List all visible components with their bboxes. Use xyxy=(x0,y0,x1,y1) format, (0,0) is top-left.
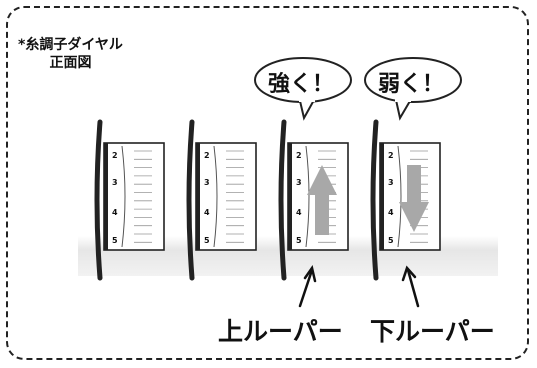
dial-tick-label: 5 xyxy=(388,236,394,245)
dial-3 xyxy=(278,119,349,281)
dial-tick-label: 3 xyxy=(204,178,210,187)
dashed-border xyxy=(6,6,529,360)
caption-line2: 正面図 xyxy=(49,55,92,71)
dial-panel xyxy=(195,142,257,251)
caption-line1: *糸調子ダイヤル xyxy=(18,37,123,53)
dial-tick-label: 2 xyxy=(112,151,118,160)
dial-4 xyxy=(370,119,441,281)
bubble-strong xyxy=(254,57,352,121)
dial-tick-label: 3 xyxy=(296,178,302,187)
arrow-down-icon xyxy=(399,165,429,232)
dial-tick-label: 3 xyxy=(112,178,118,187)
bubble-strong-text: 強く！ xyxy=(268,72,335,97)
caption: *糸調子ダイヤル 正面図 xyxy=(18,36,123,72)
lower-looper-label: 下ルーパー xyxy=(370,317,495,346)
lower-pointer xyxy=(401,265,420,308)
dial-tick-label: 4 xyxy=(204,208,210,217)
dial-tick-label: 4 xyxy=(112,208,118,217)
dial-tick-label: 2 xyxy=(204,151,210,160)
dial-tick-label: 5 xyxy=(204,236,210,245)
bubble-weak-text: 弱く！ xyxy=(378,72,445,97)
dial-tick-label: 5 xyxy=(296,236,302,245)
arrow-up-icon xyxy=(307,165,337,235)
dial-1 xyxy=(94,119,165,281)
upper-pointer xyxy=(298,264,317,308)
upper-looper-label: 上ルーパー xyxy=(218,317,343,346)
dial-tick-label: 2 xyxy=(388,151,394,160)
dial-tick-label: 2 xyxy=(296,151,302,160)
bubble-weak xyxy=(364,57,462,121)
dial-2 xyxy=(186,119,257,281)
dial-tick-label: 4 xyxy=(296,208,302,217)
dial-tick-label: 3 xyxy=(388,178,394,187)
dial-tick-label: 5 xyxy=(112,236,118,245)
dial-tick-label: 4 xyxy=(388,208,394,217)
